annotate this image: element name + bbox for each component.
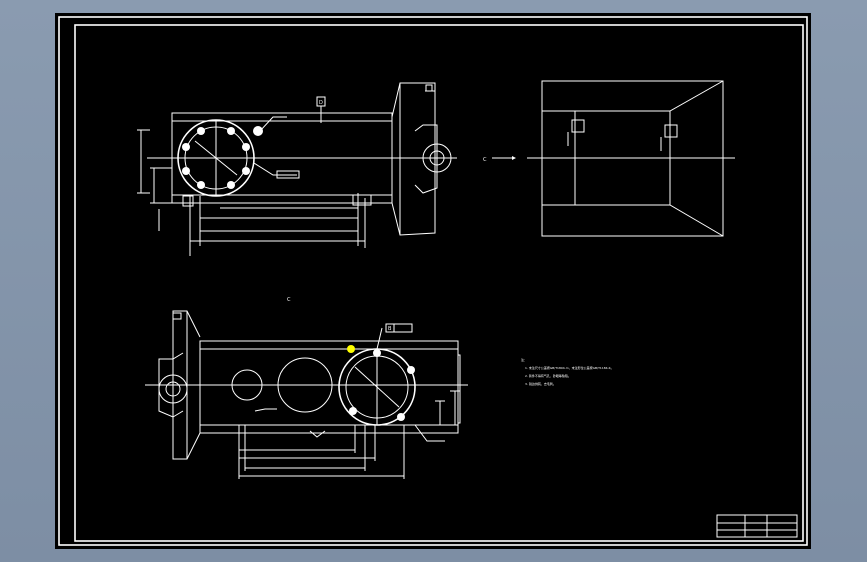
datum-label-b: B — [388, 326, 392, 332]
flange-bore — [422, 143, 452, 173]
right-flange — [391, 82, 436, 236]
left-flange-bore — [158, 374, 188, 404]
bolt-hole — [242, 143, 250, 151]
tolerance-frame — [276, 170, 300, 179]
bolt-hole — [349, 407, 357, 415]
inner-frame — [74, 24, 804, 542]
title-block — [716, 514, 798, 538]
view-arrow-label: C — [483, 157, 487, 163]
bolt-hole — [373, 349, 381, 357]
outer-frame — [58, 16, 808, 546]
drawing-sheet: D C — [55, 13, 811, 549]
bore-small — [231, 369, 263, 401]
bolt-hole — [227, 127, 235, 135]
left-flange — [172, 310, 201, 460]
note-line-2: 2. 铸件不得有气孔、砂眼等缺陷。 — [525, 373, 571, 378]
mount-block — [571, 119, 585, 133]
locating-pin — [253, 126, 263, 136]
bolt-hole — [197, 127, 205, 135]
bore-medium — [277, 357, 333, 413]
note-line-3: 3. 锐边倒钝，去毛刺。 — [525, 381, 556, 386]
cad-drawing: D C — [58, 16, 808, 546]
body-outline — [171, 112, 393, 204]
bolt-hole — [182, 143, 190, 151]
section-view-label: C — [287, 297, 291, 303]
bolt-hole — [242, 167, 250, 175]
highlight-marker — [347, 345, 355, 353]
technical-notes: 注： 1. 未注尺寸公差按GB/T1804-m，未注形位公差按GB/T1184-… — [521, 357, 614, 386]
bottom-body-outline — [199, 340, 459, 434]
bolt-hole — [407, 366, 415, 374]
bolt-hole — [397, 413, 405, 421]
notes-header: 注： — [521, 357, 527, 362]
top-left-view: D — [137, 82, 457, 256]
bolt-hole — [182, 167, 190, 175]
mount-block — [664, 124, 678, 138]
datum-label-d: D — [319, 100, 323, 106]
top-right-view — [527, 80, 735, 237]
bolt-hole — [197, 181, 205, 189]
note-line-1: 1. 未注尺寸公差按GB/T1804-m，未注形位公差按GB/T1184-K。 — [525, 365, 614, 370]
title-block-frame — [716, 514, 798, 538]
bottom-view: C B — [145, 297, 468, 479]
section-arrow-c: C — [483, 156, 516, 163]
bolt-hole — [227, 181, 235, 189]
